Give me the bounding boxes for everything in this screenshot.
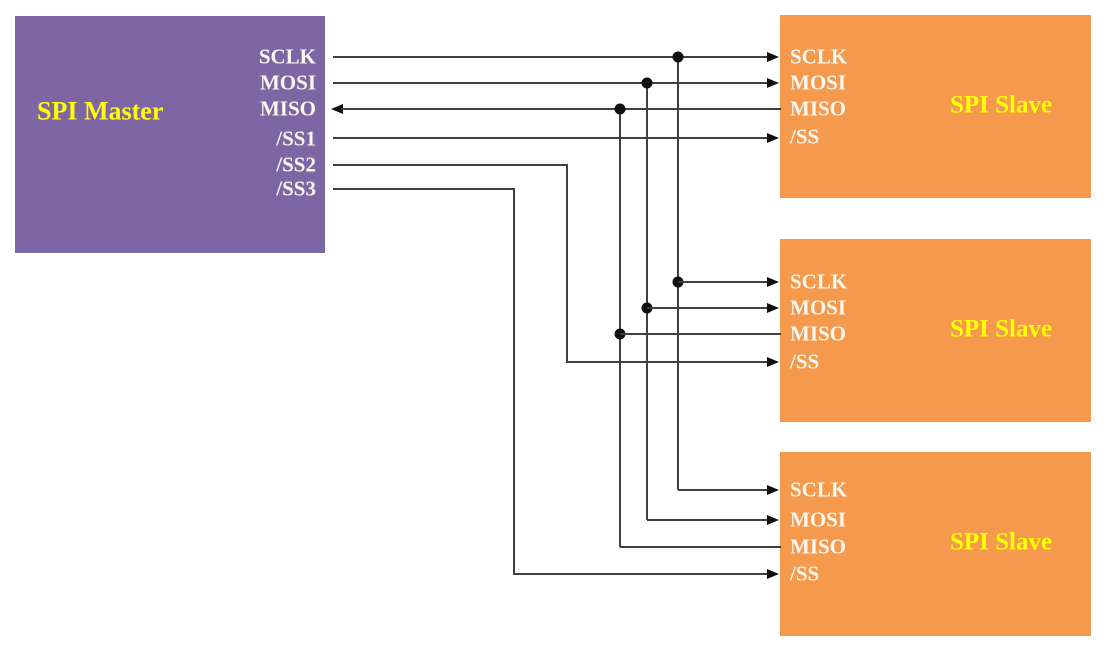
junction-dot-miso-2	[614, 328, 626, 340]
wire-ss3-net	[333, 188, 779, 579]
arrowhead-ss3-slave3	[767, 569, 779, 579]
slave3-pin-ss: /SS	[790, 561, 820, 586]
master-pin-miso: MISO	[259, 96, 316, 121]
slave3-pin-sclk: SCLK	[790, 477, 848, 502]
master-pin-ss3: /SS3	[276, 176, 316, 201]
arrowhead-ss2-slave2	[767, 357, 779, 367]
slave2-pin-ss: /SS	[790, 349, 820, 374]
arrowhead-mosi-slave3	[767, 515, 779, 525]
arrowhead-sclk-slave3	[767, 485, 779, 495]
master-pin-mosi: MOSI	[259, 70, 316, 95]
spi-slave-3-box: SPI Slave SCLK MOSI MISO /SS	[780, 452, 1091, 636]
spi-master-box: SPI Master SCLK MOSI MISO /SS1 /SS2 /SS3	[15, 16, 325, 253]
arrowhead-sclk-slave1	[767, 52, 779, 62]
slave2-pin-sclk: SCLK	[790, 269, 848, 294]
junction-dot-mosi-1	[641, 77, 653, 89]
spi-slave-2-box: SPI Slave SCLK MOSI MISO /SS	[780, 239, 1091, 422]
wire-ss2-net	[333, 164, 779, 367]
arrowhead-sclk-slave2	[767, 277, 779, 287]
wire-sclk-net	[333, 51, 779, 495]
slave1-pin-miso: MISO	[790, 96, 847, 121]
master-pin-sclk: SCLK	[258, 44, 316, 69]
junction-dot-sclk-2	[672, 276, 684, 288]
wire-miso-net	[331, 103, 781, 548]
slave1-pin-sclk: SCLK	[790, 44, 848, 69]
junction-dot-sclk-1	[672, 51, 684, 63]
master-pin-ss2: /SS2	[276, 152, 316, 177]
junction-dot-miso-1	[614, 103, 626, 115]
spi-slave-2-title: SPI Slave	[950, 315, 1053, 343]
slave2-pin-mosi: MOSI	[790, 295, 847, 320]
arrowhead-mosi-slave2	[767, 303, 779, 313]
spi-slave-1-box: SPI Slave SCLK MOSI MISO /SS	[780, 15, 1091, 198]
wire-ss1-net	[333, 133, 779, 143]
spi-slave-3-title: SPI Slave	[950, 528, 1053, 556]
slave3-pin-miso: MISO	[790, 534, 847, 559]
arrowhead-ss1-slave1	[767, 133, 779, 143]
junction-dot-mosi-2	[641, 302, 653, 314]
slave1-pin-mosi: MOSI	[790, 70, 847, 95]
arrowhead-miso-master	[331, 104, 343, 114]
slave3-pin-mosi: MOSI	[790, 507, 847, 532]
master-pin-ss1: /SS1	[276, 126, 316, 151]
spi-master-title: SPI Master	[37, 96, 164, 126]
slave2-pin-miso: MISO	[790, 321, 847, 346]
arrowhead-mosi-slave1	[767, 78, 779, 88]
slave1-pin-ss: /SS	[790, 124, 820, 149]
wire-mosi-net	[333, 77, 779, 525]
spi-slave-1-title: SPI Slave	[950, 91, 1053, 119]
